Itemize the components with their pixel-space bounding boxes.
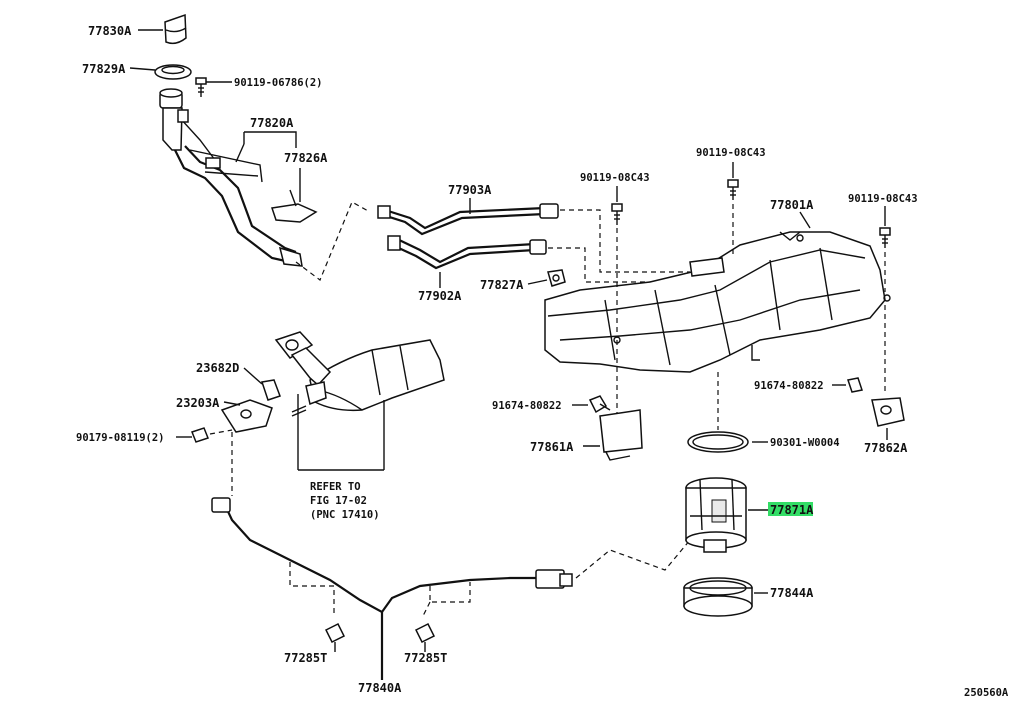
label-91674-80822-b[interactable]: 91674-80822: [754, 380, 824, 392]
label-77827A[interactable]: 77827A: [480, 278, 524, 292]
exhaust-stud-bolt: [291, 405, 307, 417]
label-77902A[interactable]: 77902A: [418, 289, 462, 303]
o-ring-gasket[interactable]: [687, 431, 749, 453]
retainer-ring[interactable]: [683, 577, 753, 617]
label-91674-80822-a[interactable]: 91674-80822: [492, 400, 562, 412]
filler-pipe-bracket[interactable]: [271, 189, 318, 223]
pump-bracket-77861A[interactable]: [599, 409, 643, 461]
label-77840A[interactable]: 77840A: [358, 681, 402, 695]
wire-harness-clamp-left[interactable]: [324, 622, 346, 652]
fuel-tank-to-filler-hose-lower[interactable]: [387, 235, 547, 270]
wire-harness-clamp-right[interactable]: [414, 622, 436, 652]
label-77844A[interactable]: 77844A: [770, 586, 814, 600]
exhaust-pipe-reference: [274, 331, 445, 412]
tank-bolt-b-icon: [727, 179, 739, 200]
label-77801A[interactable]: 77801A: [770, 198, 814, 212]
fuel-cap[interactable]: [164, 13, 187, 45]
clip-91674-80822-a-icon: [588, 395, 611, 414]
gasket-23682D[interactable]: [261, 379, 281, 401]
label-90119-08C43-a[interactable]: 90119-08C43: [580, 172, 650, 184]
tank-bolt-a-icon: [611, 203, 623, 225]
tank-bolt-c-icon: [879, 227, 891, 248]
tank-band-bracket-77862A[interactable]: [871, 397, 905, 427]
label-77862A[interactable]: 77862A: [864, 441, 908, 455]
fuel-tank-to-filler-hose-upper[interactable]: [377, 203, 559, 236]
fuel-tank[interactable]: [544, 231, 891, 373]
label-77820A[interactable]: 77820A: [250, 116, 294, 130]
label-90301-W0004[interactable]: 90301-W0004: [770, 437, 840, 449]
filler-pipe[interactable]: [159, 88, 303, 267]
fuel-pump-assembly[interactable]: [685, 477, 747, 553]
wire-harness[interactable]: [211, 497, 573, 680]
label-90179-08119[interactable]: 90179-08119(2): [76, 432, 165, 444]
label-77861A[interactable]: 77861A: [530, 440, 574, 454]
label-77871A[interactable]: 77871A: [770, 503, 814, 517]
label-90119-06786[interactable]: 90119-06786(2): [234, 77, 323, 89]
reference-note-line3: (PNC 17410): [310, 509, 380, 521]
label-90119-08C43-b[interactable]: 90119-08C43: [696, 147, 766, 159]
reference-note-line2: FIG 17-02: [310, 495, 367, 507]
clip-91674-80822-b-icon: [847, 377, 863, 393]
highlight-77871A: [768, 502, 813, 516]
reference-note-line1: REFER TO: [310, 481, 361, 493]
label-90119-08C43-c[interactable]: 90119-08C43: [848, 193, 918, 205]
label-77826A[interactable]: 77826A: [284, 151, 328, 165]
bolt-90119-06786-icon: [195, 77, 207, 97]
label-77829A[interactable]: 77829A: [82, 62, 126, 76]
label-77830A[interactable]: 77830A: [88, 24, 132, 38]
nut-90179-08119-icon: [191, 427, 209, 443]
label-77903A[interactable]: 77903A: [448, 183, 492, 197]
filler-cap-gasket[interactable]: [154, 64, 192, 80]
diagram-id: 250560A: [964, 687, 1009, 699]
label-23682D[interactable]: 23682D: [196, 361, 239, 375]
label-23203A[interactable]: 23203A: [176, 396, 220, 410]
exhaust-bracket-23203A[interactable]: [220, 399, 273, 433]
label-77285T-a[interactable]: 77285T: [284, 651, 327, 665]
fuel-hose-clamp[interactable]: [547, 269, 566, 287]
label-77285T-b[interactable]: 77285T: [404, 651, 447, 665]
